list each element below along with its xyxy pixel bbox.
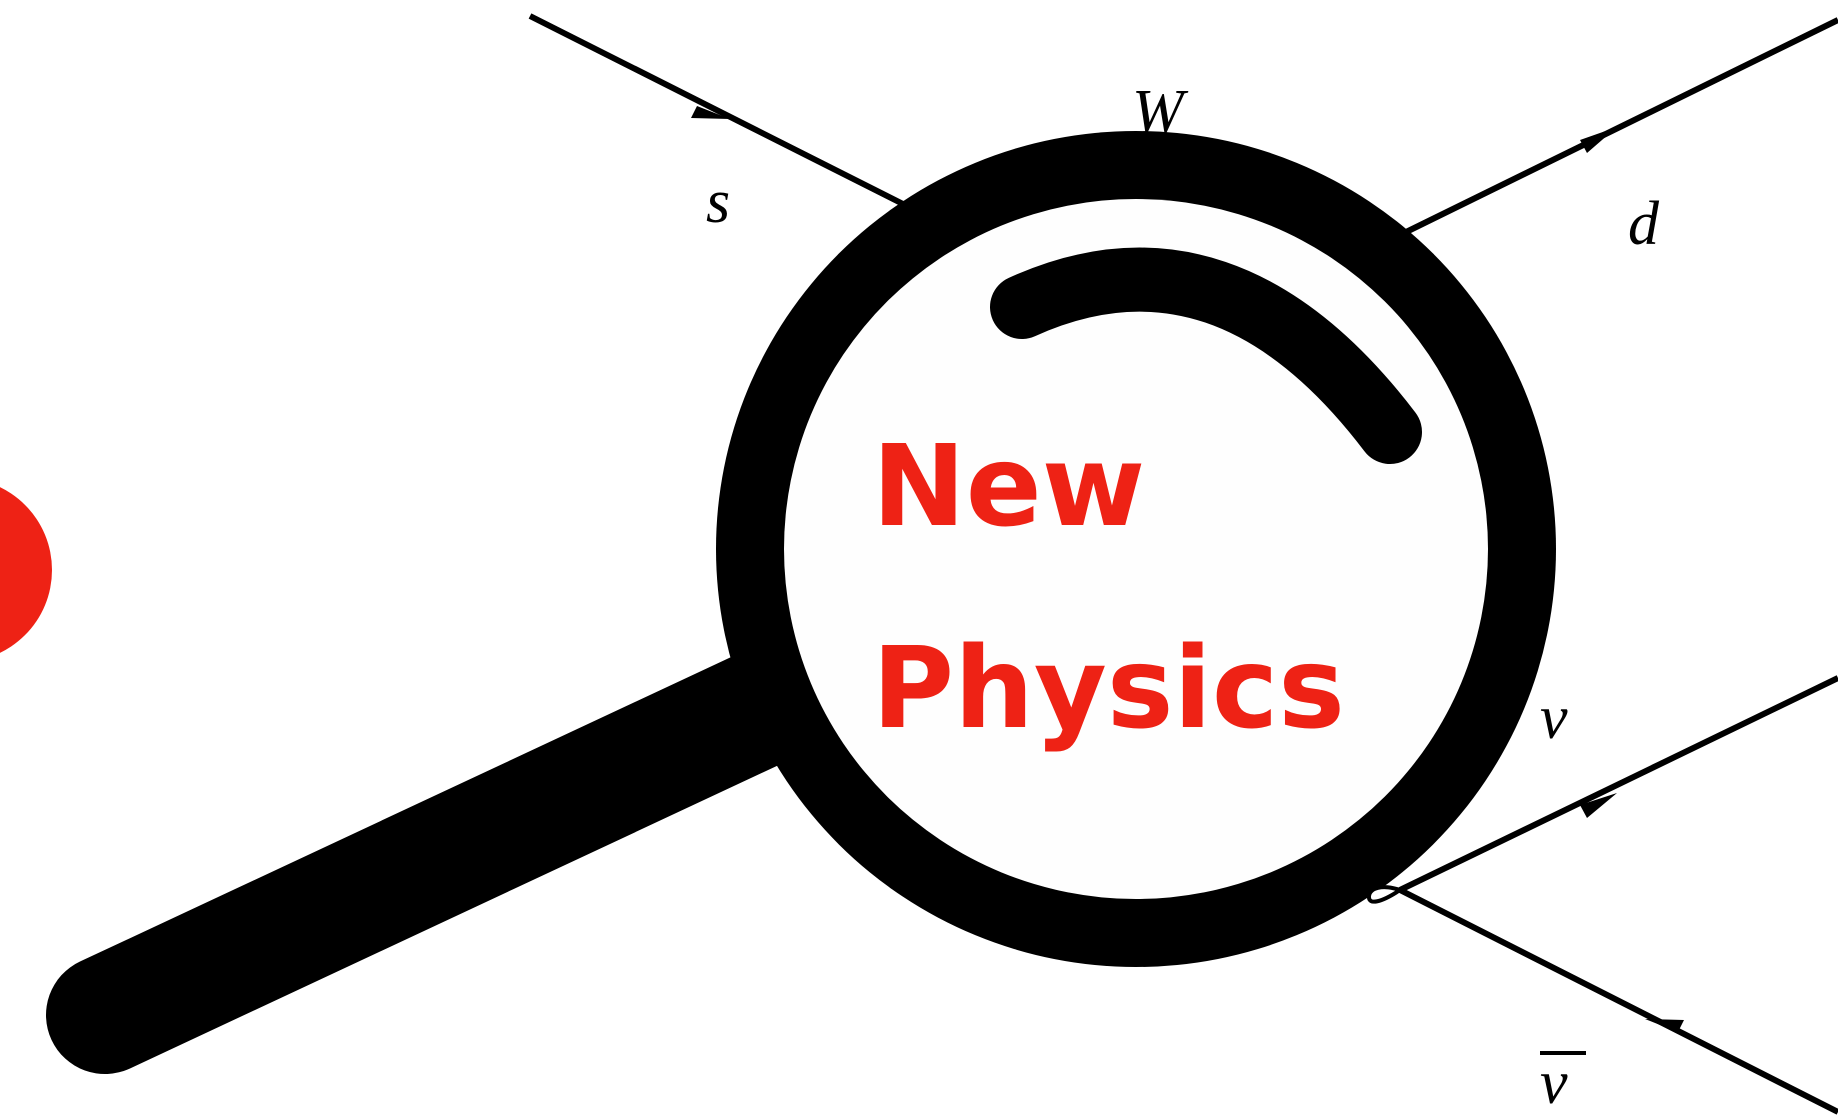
new-label: New bbox=[872, 422, 1145, 552]
fermion-lines bbox=[528, 13, 1838, 1115]
neutrino-label: ν bbox=[1540, 684, 1568, 752]
neutrino-loop bbox=[1367, 885, 1402, 904]
antineutrino-line bbox=[1398, 887, 1838, 1115]
red-plus-icon bbox=[0, 487, 52, 653]
neutrino-line bbox=[1398, 675, 1838, 893]
w-boson-label: W bbox=[1132, 78, 1189, 146]
d-quark-line bbox=[1398, 17, 1838, 238]
physics-label: Physics bbox=[872, 624, 1345, 754]
neutrino-arrow bbox=[1580, 793, 1617, 818]
antineutrino-arrow bbox=[1645, 1019, 1684, 1032]
d-quark-arrow bbox=[1580, 127, 1617, 153]
magnifying-glass-icon bbox=[46, 131, 1556, 1074]
s-quark-arrow bbox=[691, 106, 730, 119]
lens-glare bbox=[990, 247, 1422, 464]
d-quark-label: d bbox=[1628, 190, 1660, 258]
s-quark-line bbox=[528, 13, 907, 208]
magnifier-handle bbox=[46, 631, 859, 1074]
s-quark-label: s bbox=[706, 168, 730, 236]
fermion-arrows bbox=[691, 106, 1684, 1032]
antineutrino-label: ν bbox=[1540, 1049, 1568, 1117]
